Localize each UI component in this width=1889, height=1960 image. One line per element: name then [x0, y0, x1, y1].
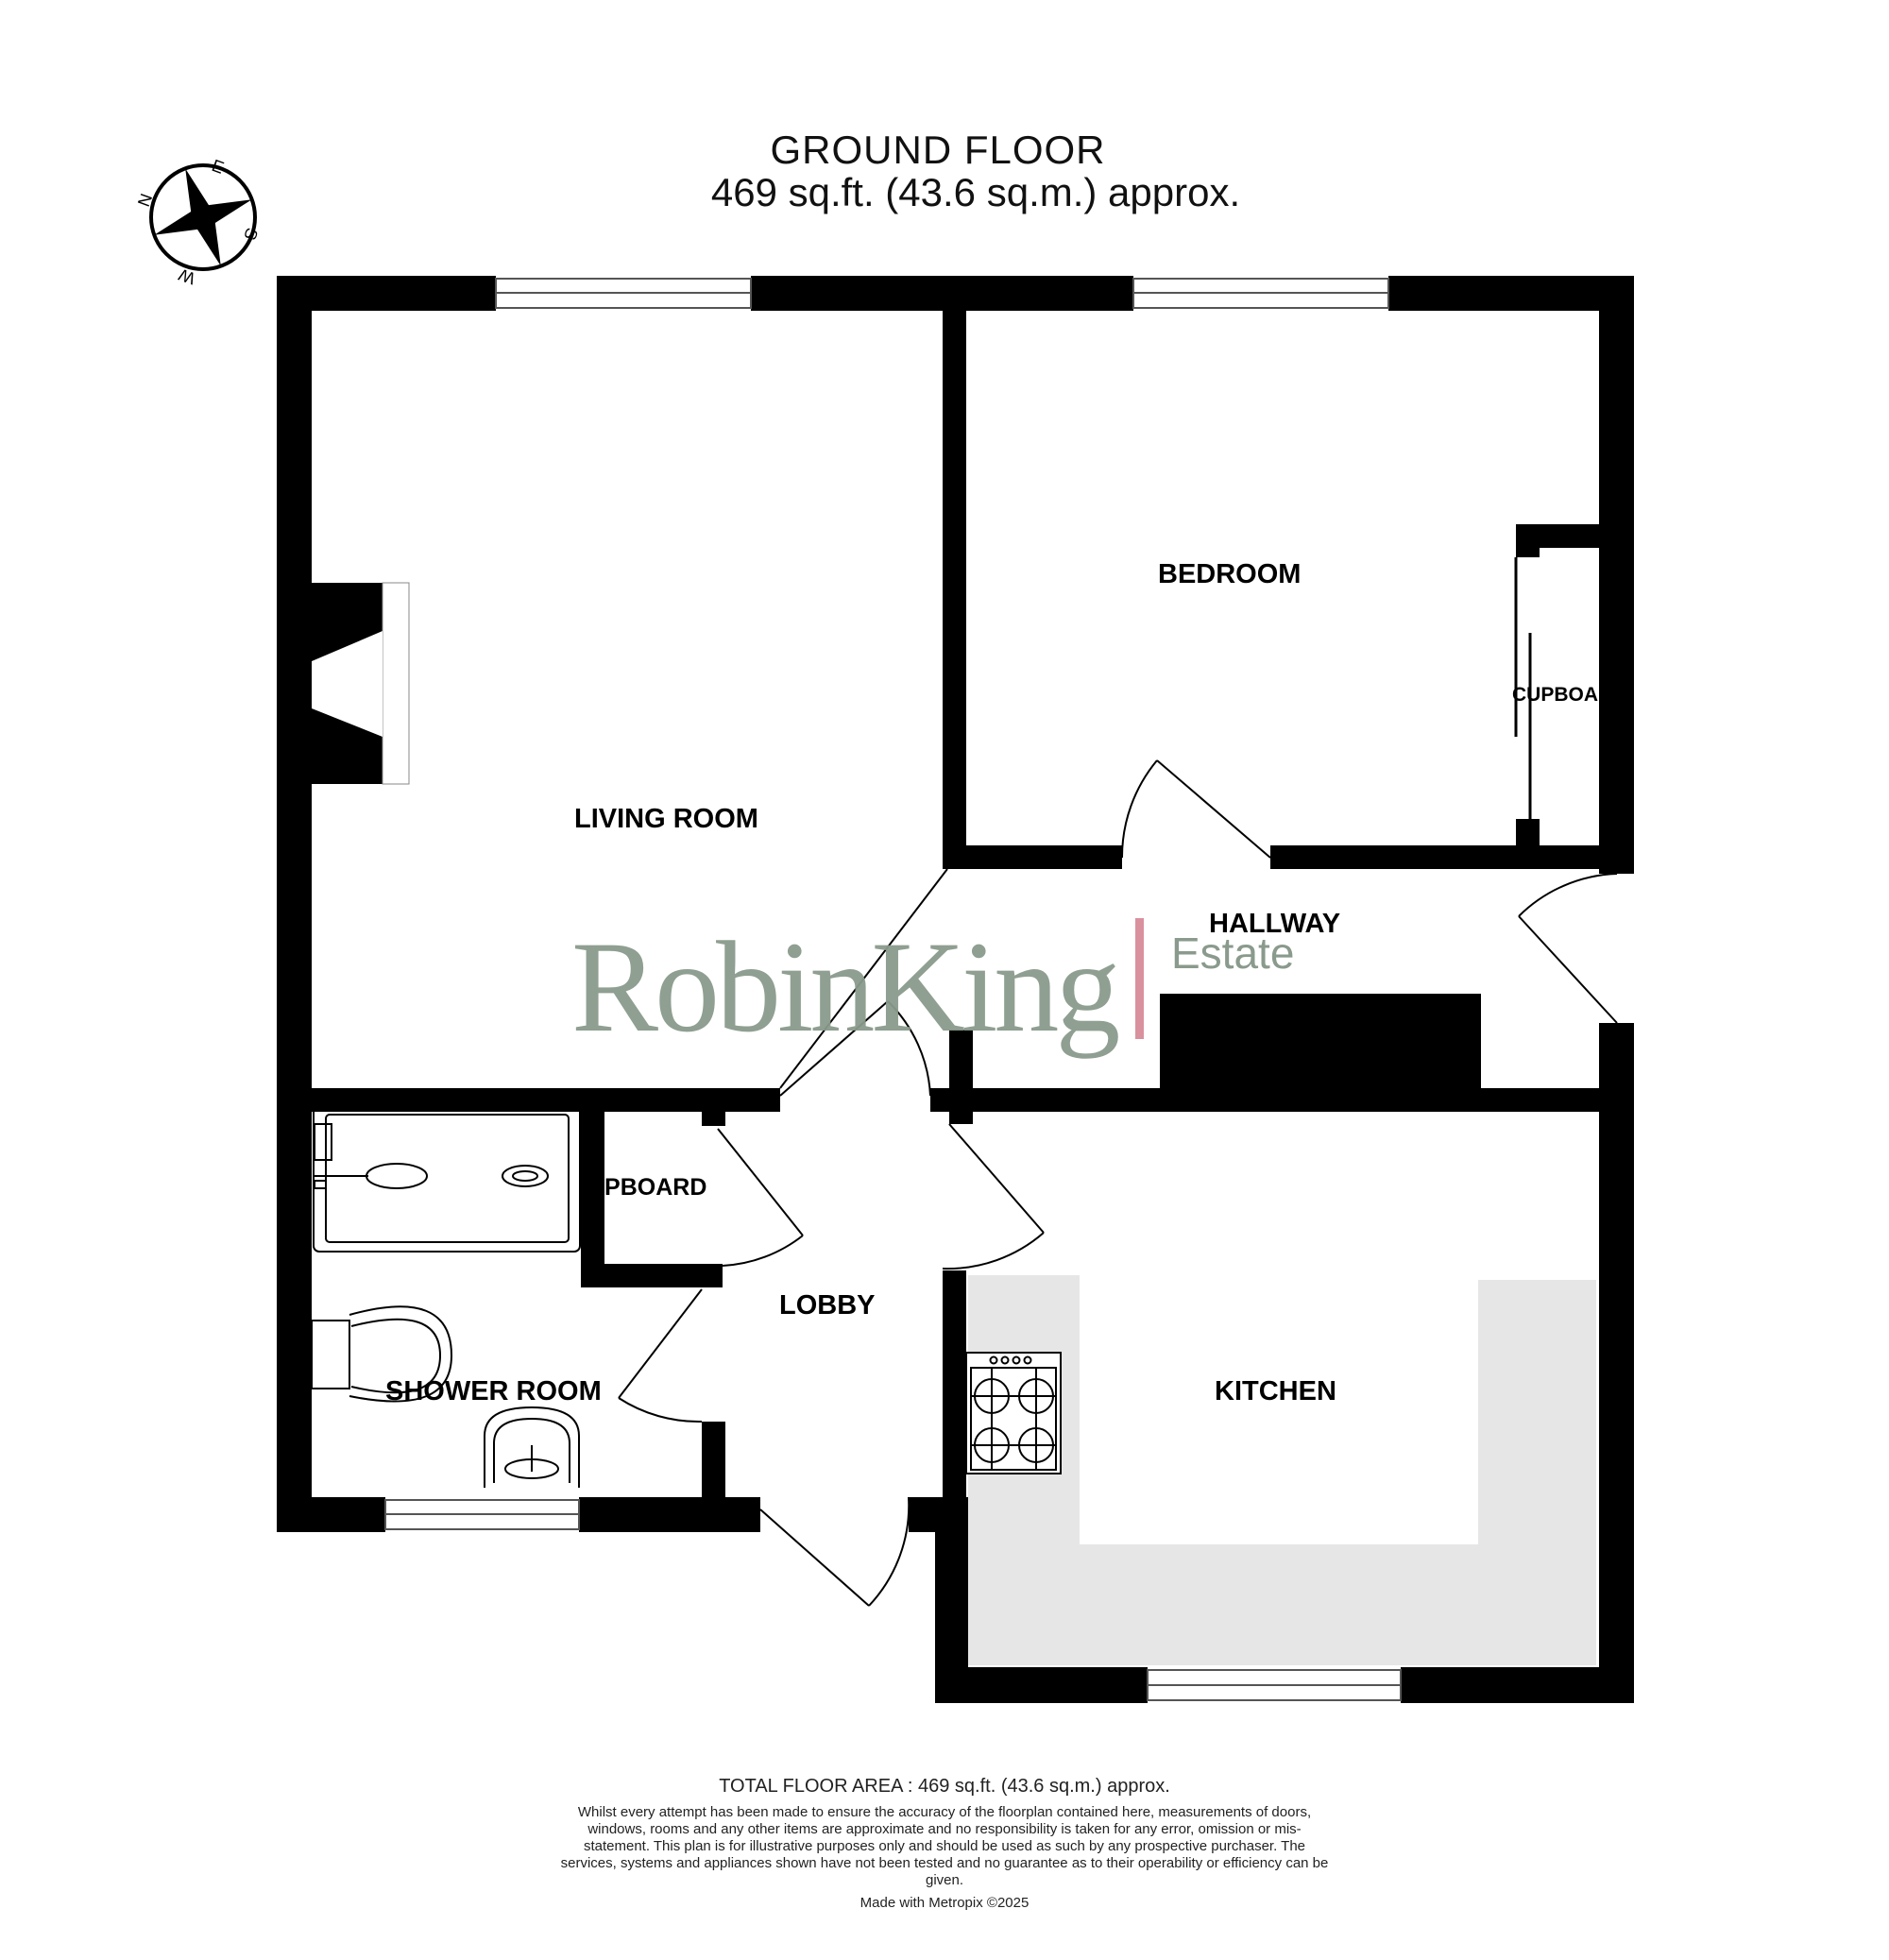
room-label-lobby-cupboard: UPBOARD: [587, 1174, 707, 1201]
shower-tray: [313, 1104, 581, 1253]
room-label-living-room: LIVING ROOM: [574, 804, 758, 834]
total-floor-area: TOTAL FLOOR AREA : 469 sq.ft. (43.6 sq.m…: [719, 1776, 1170, 1797]
room-label-bedroom-cupboard: CUPBOA: [1512, 684, 1599, 706]
watermark-divider: [1135, 918, 1144, 1039]
hob: [965, 1352, 1062, 1474]
fireplace: [312, 582, 410, 785]
toilet: [311, 1305, 453, 1403]
compass-rose-icon: N E S W: [134, 156, 262, 288]
basin: [484, 1406, 580, 1488]
room-label-shower-room: SHOWER ROOM: [385, 1376, 602, 1406]
kitchen-counters: [968, 1275, 1596, 1665]
walls: [277, 276, 1634, 1703]
doors: [618, 557, 1618, 1607]
disclaimer: Whilst every attempt has been made to en…: [560, 1804, 1329, 1888]
floor-title: GROUND FLOOR: [770, 128, 1106, 172]
room-label-hallway: HALLWAY: [1209, 909, 1341, 939]
room-label-kitchen: KITCHEN: [1215, 1376, 1336, 1406]
watermark-estate: Estate: [1171, 929, 1295, 978]
compass-w-label: W: [177, 264, 198, 288]
compass-e-label: E: [210, 156, 227, 178]
watermark-logo: RobinKing: [571, 914, 1120, 1059]
windows: [384, 278, 1402, 1701]
compass-s-label: S: [240, 226, 262, 243]
floor-area: 469 sq.ft. (43.6 sq.m.) approx.: [710, 170, 1241, 214]
made-with-credit: Made with Metropix ©2025: [859, 1895, 1030, 1911]
compass-n-label: N: [134, 191, 156, 209]
room-label-bedroom: BEDROOM: [1158, 559, 1302, 589]
room-label-lobby: LOBBY: [779, 1290, 876, 1321]
